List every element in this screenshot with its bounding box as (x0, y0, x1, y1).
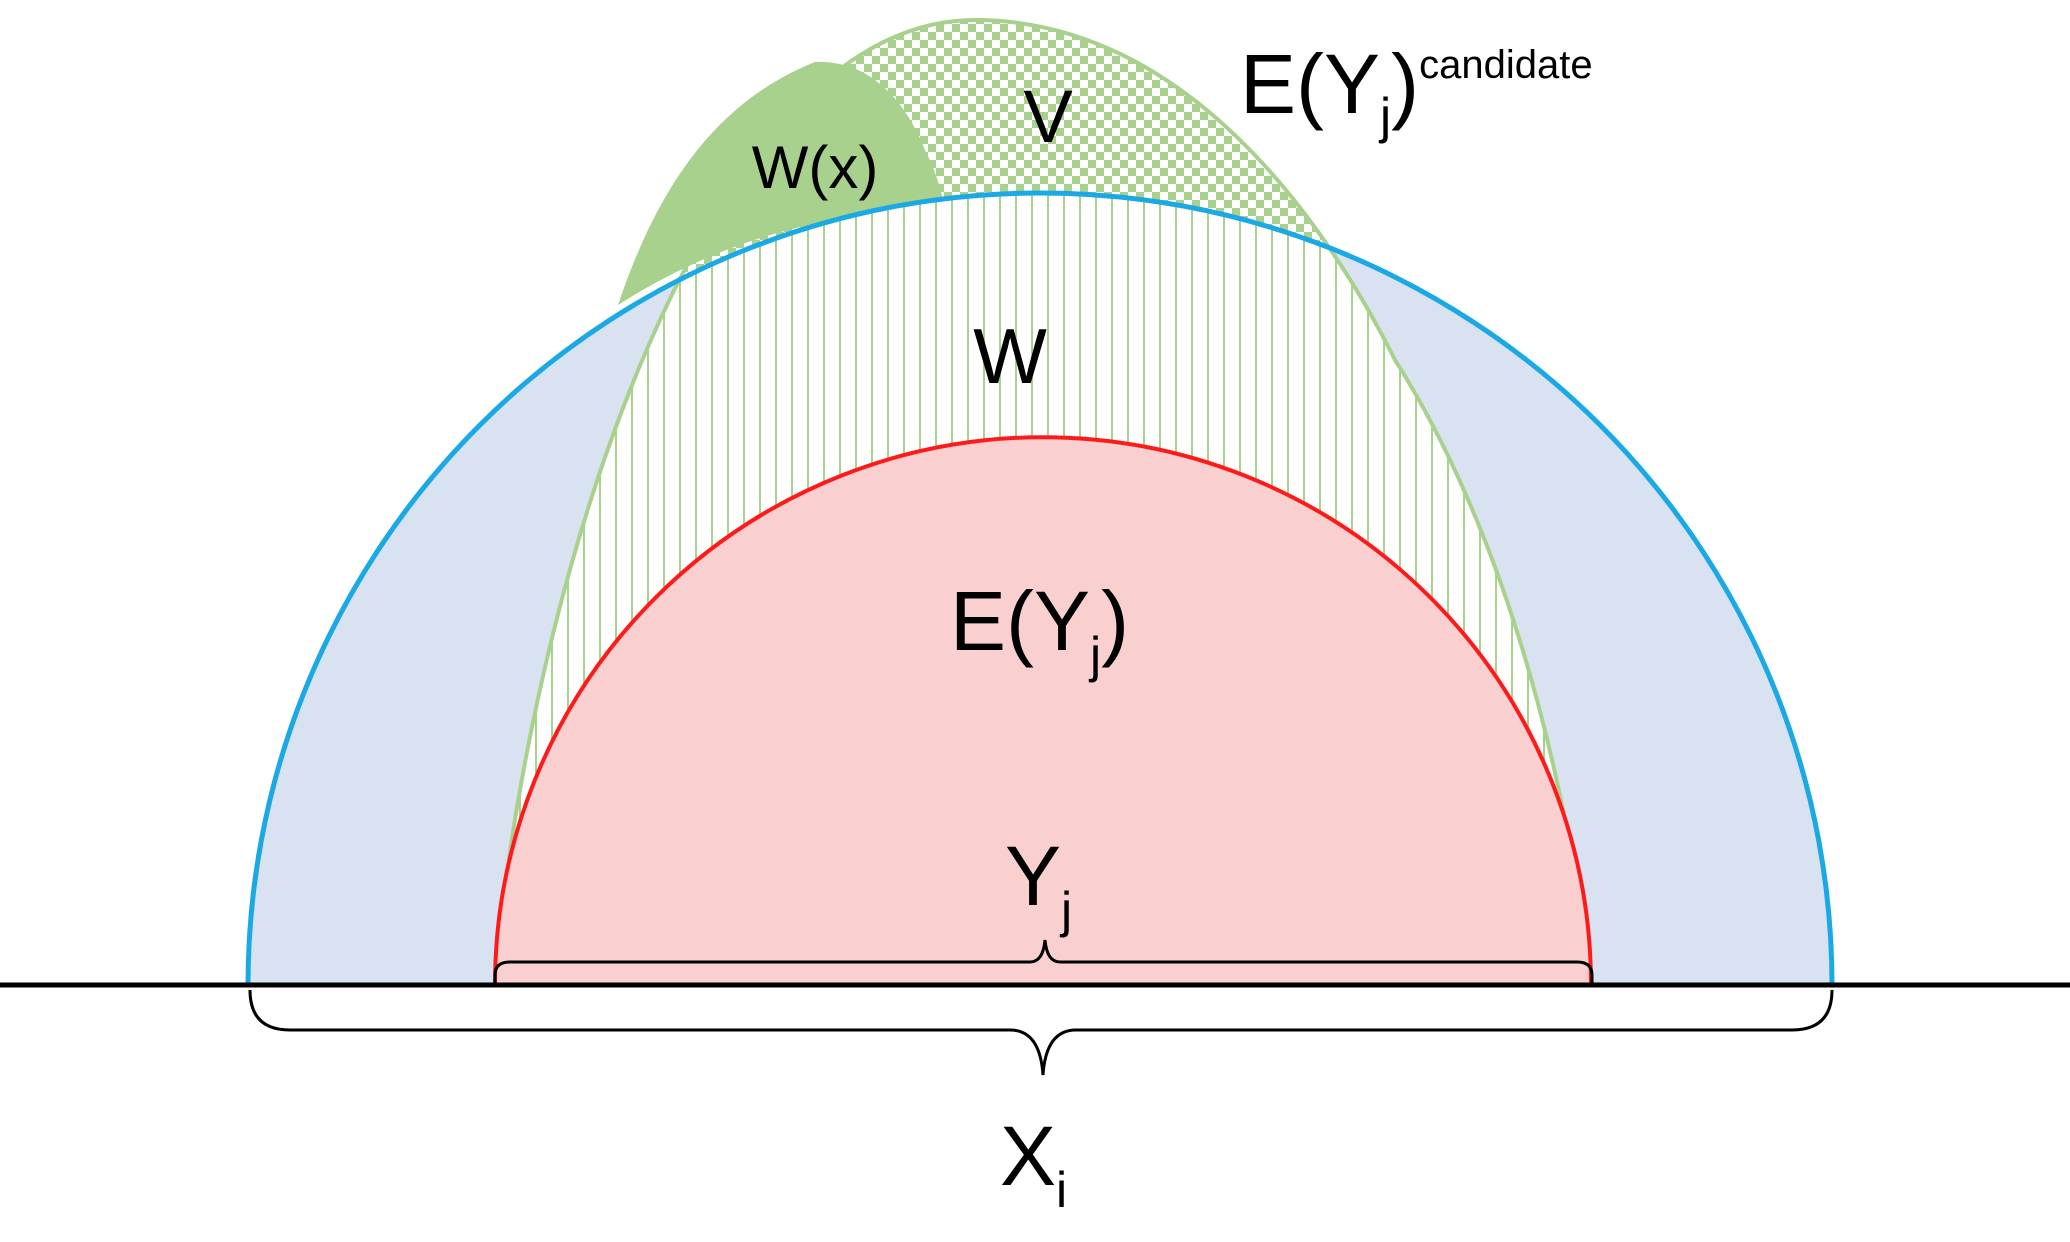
e-yj-region (492, 435, 1594, 987)
yj-brace (493, 939, 1594, 985)
candidate-label: E(Yj)candidate (1240, 37, 1593, 144)
yj-label: Yj (1005, 829, 1072, 938)
outer-set-boundary (245, 190, 1835, 986)
candidate-boundary (493, 17, 1592, 986)
xi-label: Xi (1000, 1109, 1067, 1218)
w-label: W (973, 312, 1047, 400)
w-x-label: W(x) (752, 134, 879, 201)
v-label: V (1023, 75, 1073, 158)
xi-brace (248, 989, 1834, 1076)
e-yj-label: E(Yj) (950, 574, 1129, 683)
